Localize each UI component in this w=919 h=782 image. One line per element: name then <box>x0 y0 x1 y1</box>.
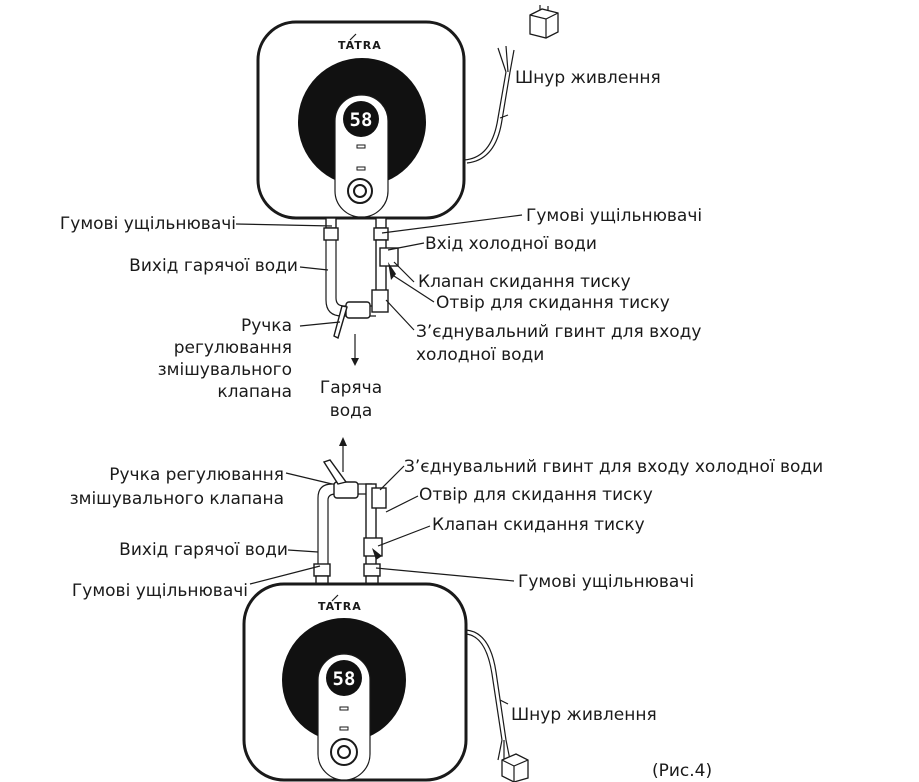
bottom-connecting-screw-label: З’єднувальний гвинт для входу холодної в… <box>404 457 823 477</box>
top-connecting-screw-label-1: З’єднувальний гвинт для входу <box>416 322 701 342</box>
top-logo-accent <box>349 33 357 41</box>
top-mixing-handle-label-1: Ручка <box>241 316 292 336</box>
top-cold-water-inlet-label: Вхід холодної води <box>425 234 597 254</box>
bottom-hot-water-outlet-label: Вихід гарячої води <box>119 540 288 560</box>
top-pressure-relief-hole-label: Отвір для скидання тиску <box>436 293 670 313</box>
top-rubber-seals-right-label: Гумові ущільнювачі <box>526 206 702 226</box>
bottom-power-cord <box>465 629 511 762</box>
top-plug-icon <box>529 5 559 39</box>
top-display-value: 58 <box>350 109 373 131</box>
top-brand-logo: TATRA <box>338 39 382 52</box>
bottom-brand-logo: TATRA <box>318 600 362 613</box>
bottom-logo-accent <box>331 594 339 602</box>
top-piping <box>323 217 399 340</box>
bottom-plug-icon <box>501 753 529 782</box>
bottom-display-value: 58 <box>333 668 356 690</box>
hot-water-label-2: вода <box>330 401 373 421</box>
bottom-rubber-seals-left-label: Гумові ущільнювачі <box>72 581 248 601</box>
top-pressure-relief-valve-label: Клапан скидання тиску <box>418 272 631 292</box>
top-power-cord-label: Шнур живлення <box>515 68 661 88</box>
top-hot-water-outlet-label: Вихід гарячої води <box>129 256 298 276</box>
top-mixing-handle-label-3: змішувального <box>158 360 292 380</box>
figure-caption: (Рис.4) <box>652 761 712 781</box>
top-mixing-handle-label-4: клапана <box>217 382 292 402</box>
bottom-display-bg <box>326 660 362 696</box>
top-power-cord <box>463 45 515 164</box>
top-display-bg <box>343 101 379 137</box>
top-leader-lines <box>235 114 523 331</box>
bottom-hot-water-arrow <box>339 437 347 472</box>
top-mixing-handle-label-2: регулювання <box>174 338 292 358</box>
bottom-indicator-1 <box>339 706 349 711</box>
bottom-piping <box>313 459 387 587</box>
top-water-heater: TATRA 58 <box>256 20 466 220</box>
bottom-mixing-handle-label-1: Ручка регулювання <box>109 465 284 485</box>
top-indicator-2 <box>356 166 366 171</box>
bottom-pressure-relief-valve-label: Клапан скидання тиску <box>432 515 645 535</box>
bottom-indicator-2 <box>339 726 349 731</box>
top-knob-center <box>353 184 367 198</box>
bottom-water-heater: TATRA 58 <box>242 582 468 782</box>
bottom-knob-center <box>337 745 351 759</box>
bottom-rubber-seals-right-label: Гумові ущільнювачі <box>518 572 694 592</box>
top-indicator-1 <box>356 144 366 149</box>
hot-water-label-1: Гаряча <box>320 378 382 398</box>
top-hot-water-arrow <box>351 334 359 366</box>
bottom-pressure-relief-hole-label: Отвір для скидання тиску <box>419 485 653 505</box>
bottom-mixing-handle-label-2: змішувального клапана <box>70 489 284 509</box>
bottom-leader-lines <box>249 465 515 585</box>
top-connecting-screw-label-2: холодної води <box>416 345 544 365</box>
bottom-power-cord-label: Шнур живлення <box>511 705 657 725</box>
top-rubber-seals-left-label: Гумові ущільнювачі <box>60 214 236 234</box>
